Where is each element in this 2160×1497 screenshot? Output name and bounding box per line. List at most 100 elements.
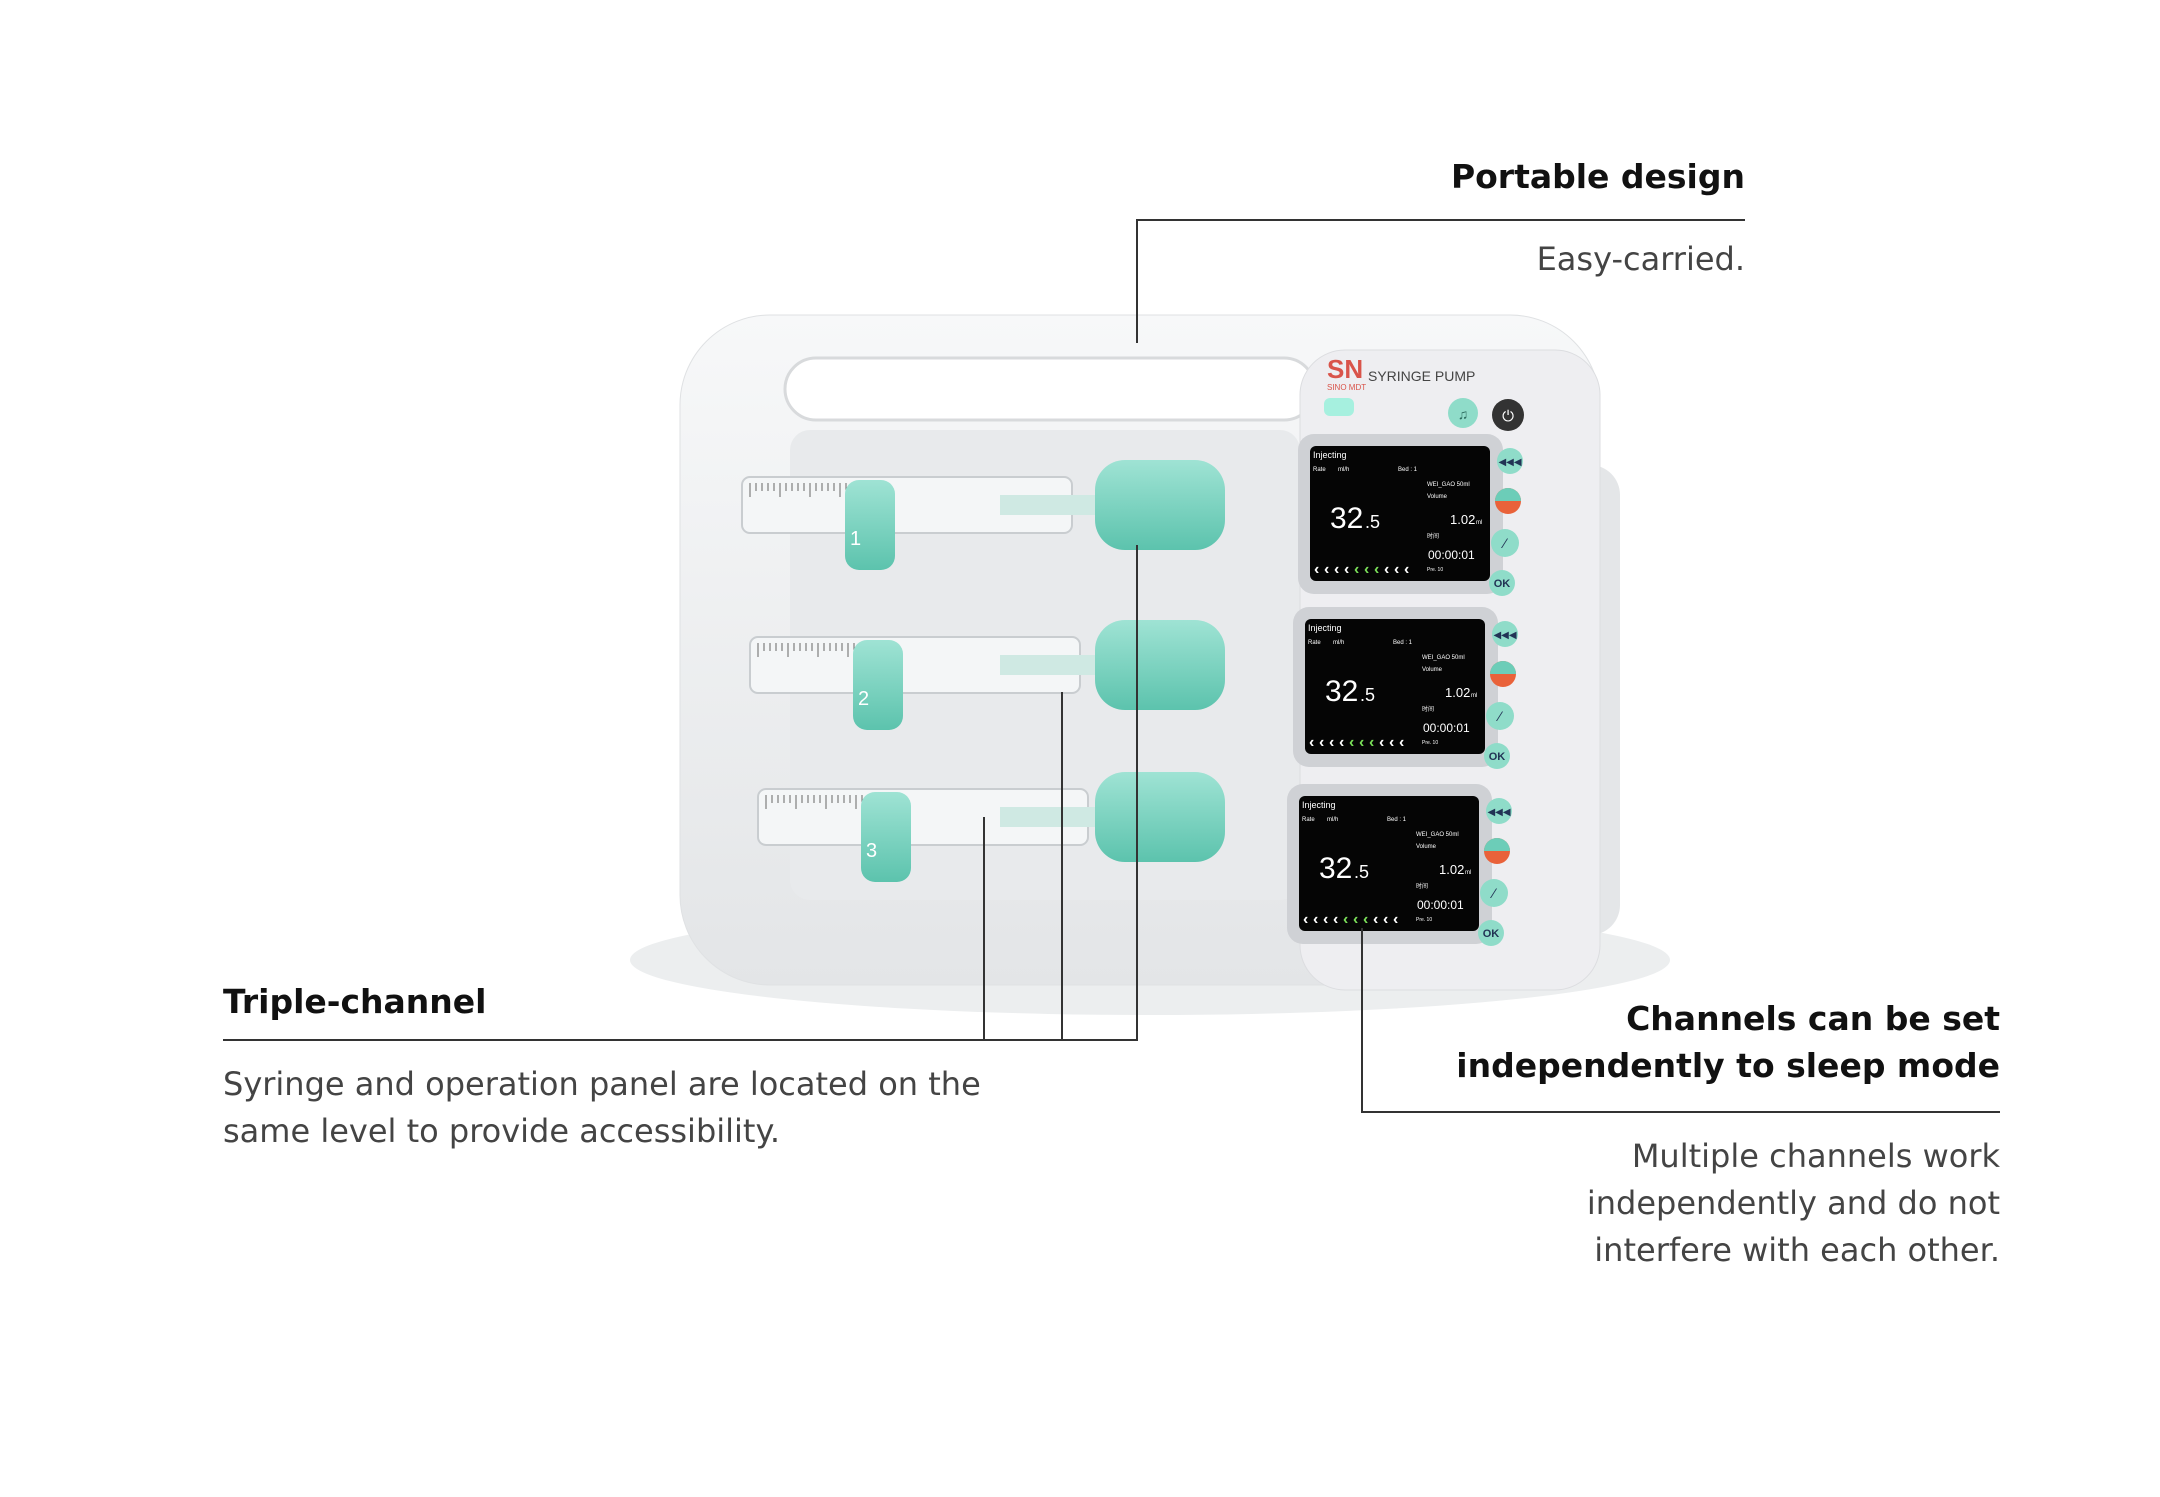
screen-status: Injecting (1302, 800, 1336, 810)
progress-chevron: ‹ (1354, 561, 1359, 578)
volume-label: Volume (1422, 667, 1443, 673)
portable-leader-drop (1136, 219, 1138, 343)
progress-chevron: ‹ (1329, 734, 1334, 751)
progress-chevron: ‹ (1404, 561, 1409, 578)
progress-chevron: ‹ (1379, 734, 1384, 751)
volume-value: 1.02 (1450, 512, 1475, 527)
clear-button[interactable] (1491, 529, 1519, 557)
sleep-mode-title-2: independently to sleep mode (1456, 1046, 2000, 1085)
carry-handle (783, 356, 1317, 422)
channel-number: 1 (850, 528, 861, 550)
progress-chevron: ‹ (1303, 911, 1308, 928)
plunger-driver[interactable] (1095, 620, 1225, 710)
channel-number: 2 (858, 688, 869, 710)
sleep-mode-text-3: interfere with each other. (1594, 1231, 2000, 1269)
screen-status: Injecting (1313, 450, 1347, 460)
bed-label: Bed : 1 (1387, 817, 1407, 823)
progress-chevron: ‹ (1313, 911, 1318, 928)
drug-label: WEI_GAO 50ml (1422, 655, 1465, 661)
pressure-label: Pre. 10 (1422, 740, 1438, 746)
clear-button[interactable] (1486, 702, 1514, 730)
progress-chevron: ‹ (1364, 561, 1369, 578)
clear-icon: ⁄ (1501, 535, 1509, 551)
syringe-clamp[interactable] (845, 480, 895, 570)
progress-chevron: ‹ (1359, 734, 1364, 751)
time-label: 时间 (1416, 882, 1428, 890)
screen (1310, 446, 1490, 581)
rate-label: Rate (1313, 467, 1326, 473)
bed-label: Bed : 1 (1398, 467, 1418, 473)
ok-button[interactable] (1484, 743, 1510, 769)
time-value: 00:00:01 (1417, 898, 1464, 912)
rate-label: Rate (1302, 817, 1315, 823)
rate-value: 32 (1325, 675, 1358, 708)
sleep-mode-text-2: independently and do not (1586, 1184, 2000, 1222)
brand-logo: SN (1327, 354, 1363, 384)
progress-chevron: ‹ (1373, 911, 1378, 928)
progress-chevron: ‹ (1363, 911, 1368, 928)
alarm-button[interactable] (1448, 398, 1478, 428)
drug-label: WEI_GAO 50ml (1416, 832, 1459, 838)
model-label: SYRINGE PUMP (1368, 368, 1475, 384)
progress-chevron: ‹ (1309, 734, 1314, 751)
pressure-label: Pre. 10 (1416, 917, 1432, 923)
power-icon: ⏻ (1502, 408, 1514, 425)
volume-unit: ml (1465, 870, 1471, 876)
rate-value: 32 (1319, 852, 1352, 885)
pressure-label: Pre. 10 (1427, 567, 1443, 573)
progress-chevron: ‹ (1393, 911, 1398, 928)
play-icon (1495, 488, 1521, 501)
screen-status: Injecting (1308, 623, 1342, 633)
progress-chevron: ‹ (1319, 734, 1324, 751)
power-button[interactable] (1492, 399, 1524, 431)
triple-leader-ch3 (983, 817, 985, 1040)
ok-label: OK (1483, 928, 1500, 940)
fast-forward-button[interactable] (1497, 448, 1523, 474)
progress-chevron: ‹ (1384, 561, 1389, 578)
sleep-mode-title-1: Channels can be set (1626, 999, 2000, 1038)
sleep-leader-drop (1361, 928, 1363, 1112)
progress-chevron: ‹ (1389, 734, 1394, 751)
fast-forward-button[interactable] (1492, 621, 1518, 647)
progress-chevron: ‹ (1334, 561, 1339, 578)
portable-design-text: Easy-carried. (1536, 240, 1745, 278)
clear-icon: ⁄ (1496, 708, 1504, 724)
fast-forward-button[interactable] (1486, 798, 1512, 824)
clear-button[interactable] (1480, 879, 1508, 907)
volume-value: 1.02 (1445, 685, 1470, 700)
rewind-icon: ◀◀◀ (1493, 630, 1516, 641)
bed-label: Bed : 1 (1393, 640, 1413, 646)
sleep-leader-line (1361, 1111, 2000, 1113)
screen (1299, 796, 1479, 931)
plunger-driver[interactable] (1095, 772, 1225, 862)
ok-label: OK (1489, 751, 1506, 763)
rate-decimal: .5 (1360, 685, 1375, 705)
progress-chevron: ‹ (1314, 561, 1319, 578)
clear-icon: ⁄ (1490, 885, 1498, 901)
brand-sub: SINO MDT (1327, 383, 1366, 392)
progress-chevron: ‹ (1374, 561, 1379, 578)
volume-unit: ml (1476, 520, 1482, 526)
rate-unit: ml/h (1333, 640, 1344, 646)
ok-button[interactable] (1478, 920, 1504, 946)
rate-decimal: .5 (1354, 862, 1369, 882)
plunger-rod (1000, 655, 1110, 675)
plunger-driver[interactable] (1095, 460, 1225, 550)
progress-chevron: ‹ (1324, 561, 1329, 578)
progress-chevron: ‹ (1339, 734, 1344, 751)
rate-decimal: .5 (1365, 512, 1380, 532)
ok-button[interactable] (1489, 570, 1515, 596)
triple-channel-title: Triple-channel (223, 982, 487, 1021)
syringe-clamp[interactable] (853, 640, 903, 730)
plunger-rod (1000, 807, 1110, 827)
progress-chevron: ‹ (1369, 734, 1374, 751)
rate-value: 32 (1330, 502, 1363, 535)
progress-chevron: ‹ (1333, 911, 1338, 928)
time-value: 00:00:01 (1423, 721, 1470, 735)
sleep-mode-text-1: Multiple channels work (1631, 1137, 2000, 1175)
syringe-clamp[interactable] (861, 792, 911, 882)
screen (1305, 619, 1485, 754)
